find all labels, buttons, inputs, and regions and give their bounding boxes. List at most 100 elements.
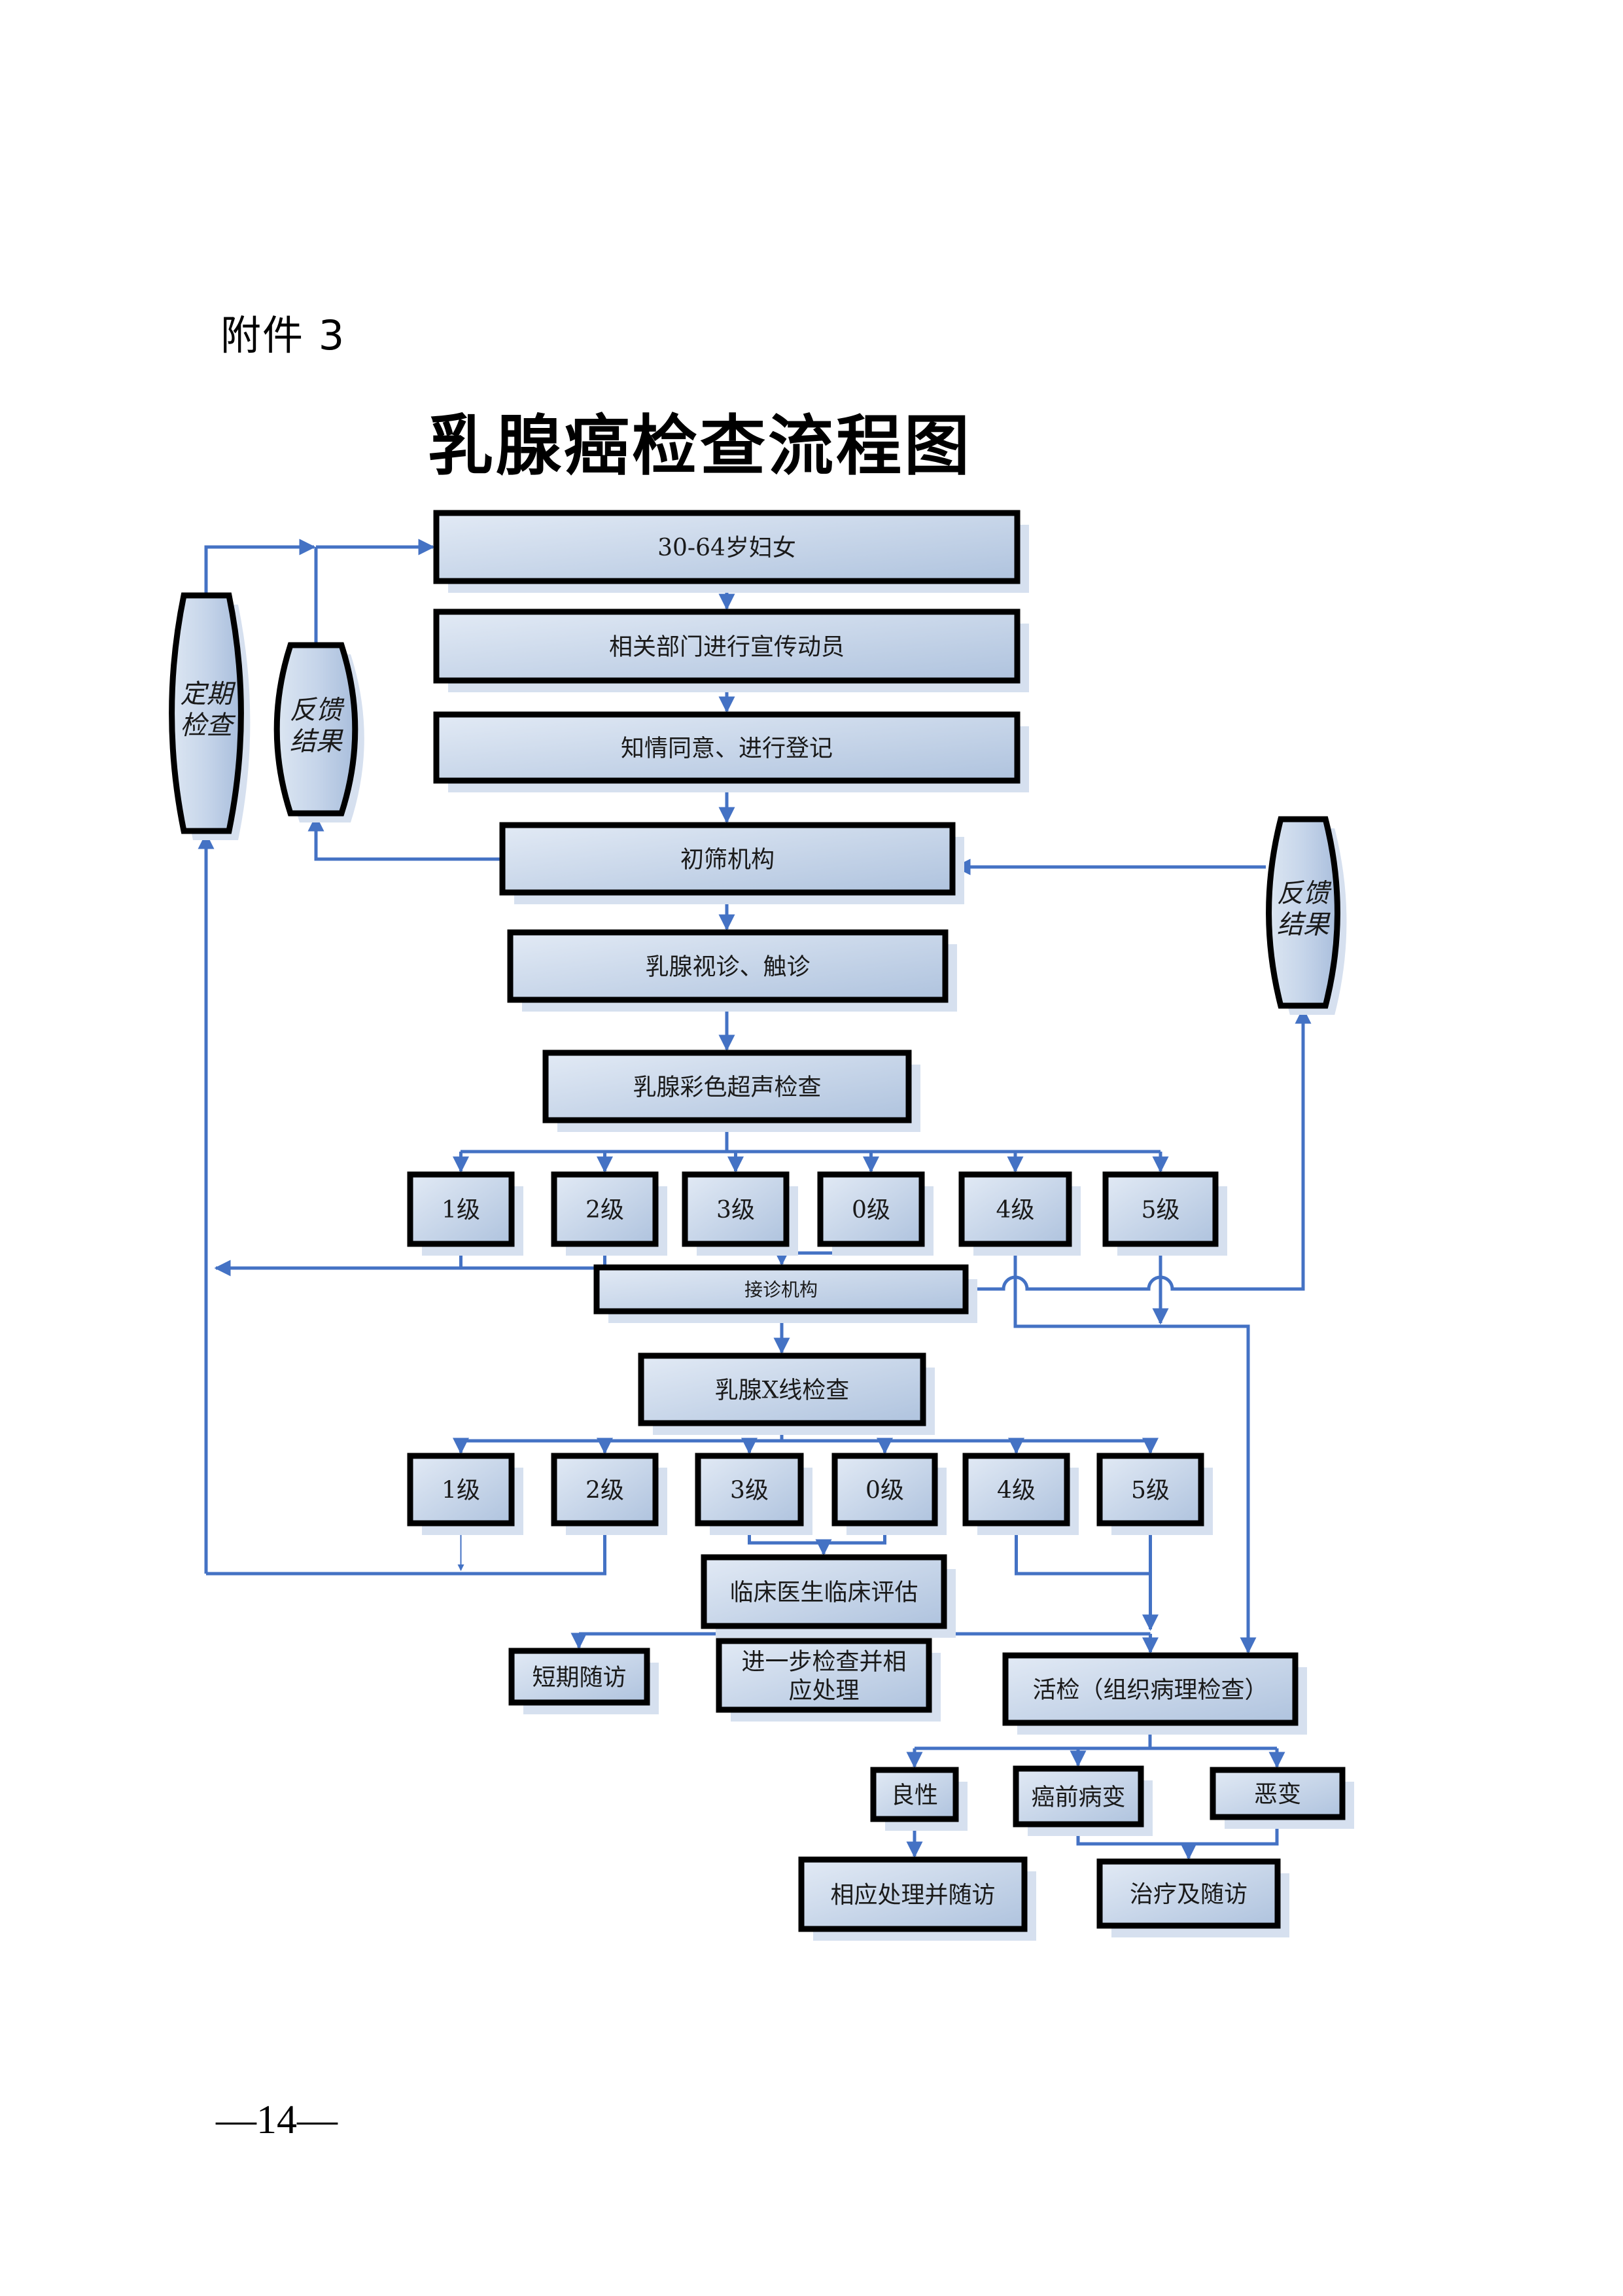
oval-feedback-right-frame	[1266, 816, 1340, 1009]
node-us-grade-0: 1级	[407, 1171, 523, 1256]
node-biopsy: 活检（组织病理检查）	[1002, 1652, 1307, 1735]
node-screening-org-frame	[499, 822, 956, 896]
node-xray-grade-2: 3级	[695, 1453, 812, 1535]
node-us-grade-3: 0级	[817, 1171, 934, 1256]
oval-regular-check-frame	[169, 592, 244, 834]
node-us-grade-1-label: 2级	[585, 1197, 624, 1224]
node-women-label: 30-64岁妇女	[657, 535, 796, 561]
node-xray-grade-3-frame	[831, 1453, 938, 1527]
node-precancer: 癌前病变	[1013, 1765, 1153, 1836]
node-further-exam-label: 进一步检查并相	[741, 1649, 906, 1676]
oval-feedback-left-label: 结果	[290, 727, 343, 757]
node-clinical-eval-label: 临床医生临床评估	[729, 1580, 918, 1606]
node-ultrasound: 乳腺彩色超声检查	[542, 1050, 920, 1132]
node-short-followup: 短期随访	[508, 1648, 659, 1714]
referral-to-feedback-right	[966, 1007, 1312, 1291]
node-xray-label: 乳腺X线检查	[715, 1377, 850, 1404]
node-screening-org: 初筛机构	[499, 822, 964, 904]
node-biopsy-frame	[1002, 1652, 1299, 1726]
oval-feedback-right-label: 反馈	[1277, 879, 1332, 909]
node-short-followup-label: 短期随访	[532, 1665, 626, 1691]
node-consent-label: 知情同意、进行登记	[621, 735, 833, 762]
node-xray-grade-4-label: 4级	[997, 1477, 1036, 1504]
node-us-grade-5-frame	[1102, 1171, 1219, 1247]
node-xray-grade-3: 0级	[831, 1453, 947, 1535]
node-precancer-frame	[1013, 1765, 1144, 1828]
node-further-exam-label: 应处理	[788, 1678, 859, 1704]
node-consent-frame	[433, 711, 1021, 784]
node-xray-grade-0-label: 1级	[442, 1477, 480, 1504]
node-referral-org-frame	[593, 1264, 969, 1315]
node-benign-action-frame	[798, 1856, 1028, 1932]
screening-to-feedback-left	[307, 815, 502, 861]
node-malignant: 恶变	[1210, 1767, 1354, 1829]
node-us-grade-5: 5级	[1102, 1171, 1227, 1256]
node-us-grade-1: 2级	[551, 1171, 667, 1256]
node-mobilize-frame	[433, 609, 1021, 684]
node-benign-label: 良性	[891, 1782, 938, 1809]
xray-grade4-join	[1015, 1523, 1151, 1576]
node-short-followup-frame	[508, 1648, 650, 1706]
oval-regular-check-label: 定期	[181, 679, 236, 709]
node-xray-grade-2-label: 3级	[730, 1477, 769, 1504]
node-xray: 乳腺X线检查	[638, 1352, 935, 1435]
node-xray-grade-1-frame	[551, 1453, 659, 1527]
node-us-grade-0-frame	[407, 1171, 515, 1247]
node-consent: 知情同意、进行登记	[433, 711, 1029, 792]
node-us-grade-2-frame	[682, 1171, 790, 1247]
node-clinical-exam: 乳腺视诊、触诊	[507, 929, 957, 1012]
node-xray-grade-5-frame	[1096, 1453, 1204, 1527]
node-treatment-frame	[1096, 1858, 1281, 1929]
node-xray-grade-5: 5级	[1096, 1453, 1213, 1535]
node-benign-action: 相应处理并随访	[798, 1856, 1036, 1941]
node-xray-grade-4-frame	[962, 1453, 1070, 1527]
oval-feedback-left-label: 反馈	[290, 696, 345, 726]
annex-label: 附件 3	[220, 311, 346, 359]
node-us-grade-0-label: 1级	[442, 1197, 480, 1224]
node-xray-grade-2-frame	[695, 1453, 804, 1527]
regular-check-to-bar	[204, 539, 316, 595]
node-ultrasound-label: 乳腺彩色超声检查	[633, 1074, 821, 1101]
node-women: 30-64岁妇女	[433, 510, 1029, 593]
node-treatment-label: 治疗及随访	[1130, 1881, 1248, 1908]
node-us-grade-1-frame	[551, 1171, 659, 1247]
node-xray-grade-1: 2级	[551, 1453, 667, 1535]
node-clinical-exam-label: 乳腺视诊、触诊	[645, 954, 810, 981]
page-number: —14—	[216, 2098, 338, 2142]
node-us-grade-4-frame	[958, 1171, 1072, 1247]
node-us-grade-5-label: 5级	[1142, 1197, 1180, 1224]
node-referral-org-label: 接诊机构	[744, 1279, 818, 1301]
node-us-grade-3-frame	[817, 1171, 925, 1247]
node-xray-grade-5-label: 5级	[1131, 1477, 1170, 1504]
node-clinical-eval-frame	[701, 1554, 947, 1629]
oval-regular-check-label: 检查	[181, 711, 236, 741]
node-screening-org-label: 初筛机构	[680, 847, 775, 874]
node-us-grade-4-label: 4级	[996, 1197, 1035, 1224]
us-grade12-to-regular-check	[214, 1244, 606, 1277]
node-mobilize: 相关部门进行宣传动员	[433, 609, 1029, 692]
oval-feedback-left-frame	[273, 642, 358, 817]
node-xray-grade-0: 1级	[407, 1453, 523, 1535]
node-treatment: 治疗及随访	[1096, 1858, 1289, 1937]
node-us-grade-4: 4级	[958, 1171, 1081, 1256]
node-benign: 良性	[870, 1767, 968, 1831]
node-xray-frame	[638, 1352, 926, 1426]
node-mobilize-label: 相关部门进行宣传动员	[609, 634, 845, 661]
node-xray-grade-1-label: 2级	[585, 1477, 624, 1504]
node-women-frame	[433, 510, 1021, 584]
node-ultrasound-frame	[542, 1050, 912, 1123]
node-biopsy-label: 活检（组织病理检查）	[1032, 1677, 1268, 1704]
node-us-grade-3-label: 0级	[852, 1197, 890, 1224]
node-further-exam-frame	[716, 1638, 932, 1713]
us-grade4-to-biopsy	[1013, 1244, 1257, 1654]
node-malignant-frame	[1210, 1767, 1346, 1820]
node-xray-grade-3-label: 0级	[865, 1477, 904, 1504]
node-benign-frame	[870, 1767, 959, 1822]
node-us-grade-2-label: 3级	[716, 1197, 755, 1224]
